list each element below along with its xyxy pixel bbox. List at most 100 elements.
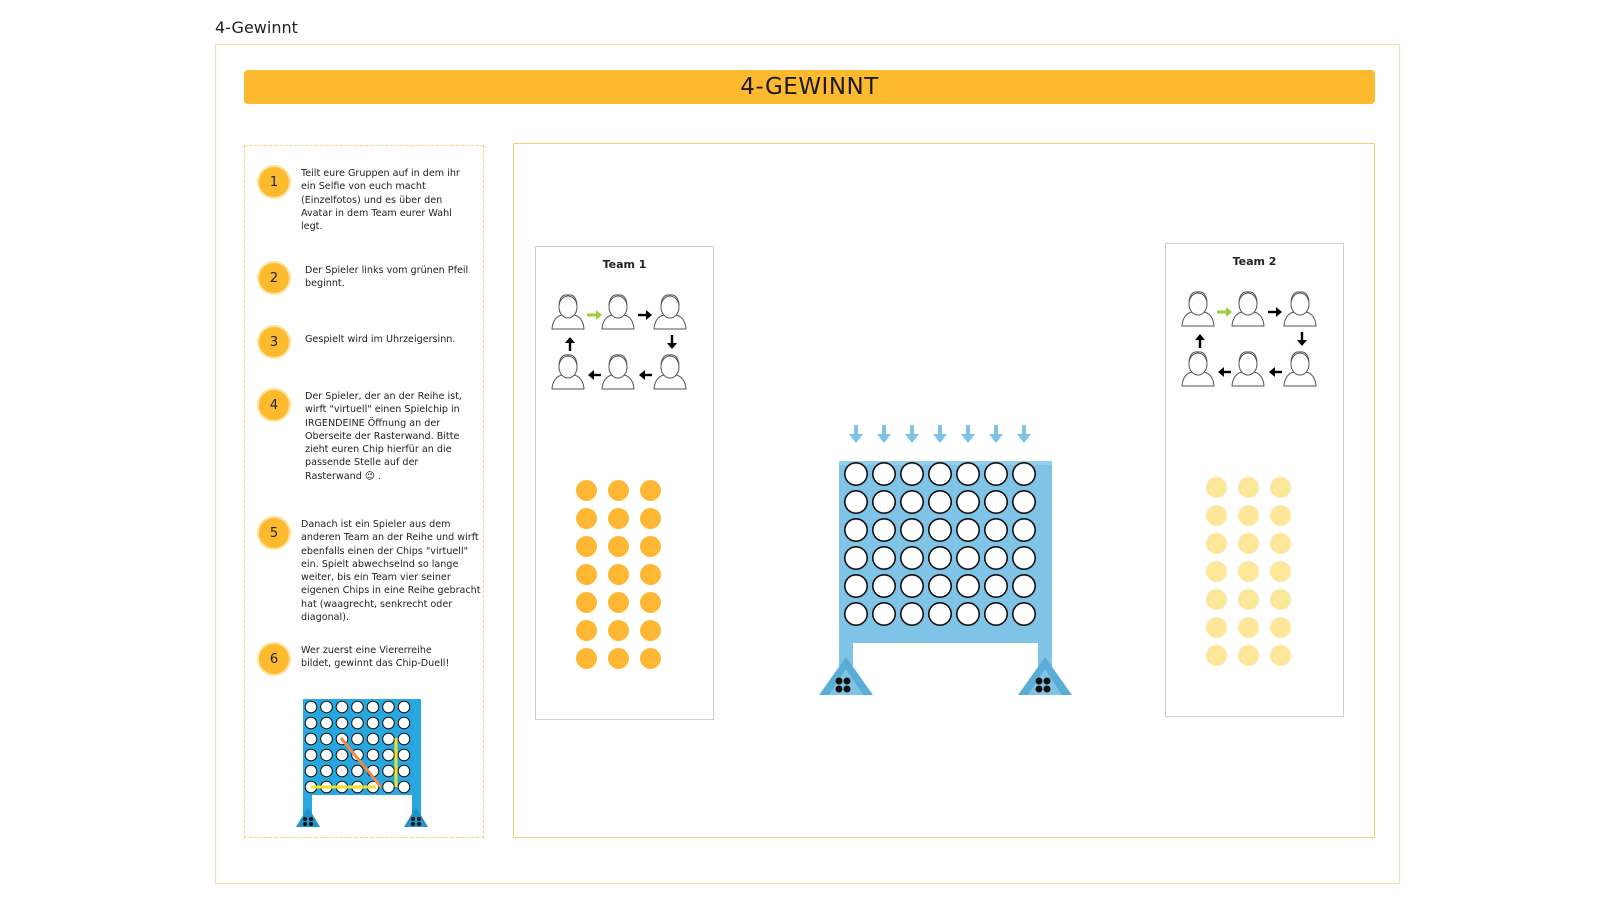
board-hole[interactable] <box>1012 574 1037 599</box>
game-chip[interactable] <box>1206 505 1227 526</box>
game-chip[interactable] <box>576 564 597 585</box>
board-hole[interactable] <box>956 546 981 571</box>
game-chip[interactable] <box>1270 561 1291 582</box>
game-chip[interactable] <box>1206 561 1227 582</box>
board-hole[interactable] <box>871 546 896 571</box>
board-hole[interactable] <box>900 518 925 543</box>
board-hole[interactable] <box>928 574 953 599</box>
board-holes[interactable] <box>843 461 1037 627</box>
board-hole[interactable] <box>956 490 981 515</box>
board-hole[interactable] <box>1012 490 1037 515</box>
game-chip[interactable] <box>608 536 629 557</box>
team-2-chip-stack[interactable] <box>1206 477 1291 666</box>
board-hole[interactable] <box>843 518 868 543</box>
game-chip[interactable] <box>640 536 661 557</box>
board-hole[interactable] <box>956 602 981 627</box>
game-chip[interactable] <box>608 480 629 501</box>
green-start-arrow-icon <box>1217 307 1232 317</box>
game-chip[interactable] <box>1270 477 1291 498</box>
game-chip[interactable] <box>640 620 661 641</box>
game-chip[interactable] <box>608 508 629 529</box>
board-hole[interactable] <box>984 461 1009 486</box>
game-chip[interactable] <box>1238 561 1259 582</box>
board-hole[interactable] <box>871 574 896 599</box>
board-hole[interactable] <box>928 602 953 627</box>
board-hole[interactable] <box>1012 518 1037 543</box>
board-hole[interactable] <box>1012 461 1037 486</box>
board-hole[interactable] <box>984 546 1009 571</box>
drop-arrow-icon[interactable] <box>849 425 863 443</box>
team-1-chip-stack[interactable] <box>576 480 661 669</box>
game-chip[interactable] <box>608 620 629 641</box>
drop-arrow-icon[interactable] <box>877 425 891 443</box>
game-chip[interactable] <box>1270 505 1291 526</box>
game-chip[interactable] <box>608 648 629 669</box>
game-chip[interactable] <box>1206 645 1227 666</box>
board-hole[interactable] <box>956 574 981 599</box>
game-chip[interactable] <box>1206 533 1227 554</box>
direction-arrow-icon <box>588 370 601 380</box>
drop-arrow-icon[interactable] <box>989 425 1003 443</box>
board-hole[interactable] <box>900 574 925 599</box>
board-hole[interactable] <box>871 490 896 515</box>
board-hole[interactable] <box>1012 546 1037 571</box>
game-chip[interactable] <box>576 592 597 613</box>
board-hole[interactable] <box>928 490 953 515</box>
game-chip[interactable] <box>640 592 661 613</box>
drop-arrow-icon[interactable] <box>933 425 947 443</box>
board-hole[interactable] <box>871 518 896 543</box>
board-hole[interactable] <box>843 574 868 599</box>
board-hole[interactable] <box>843 461 868 486</box>
board-hole[interactable] <box>900 490 925 515</box>
game-chip[interactable] <box>1270 645 1291 666</box>
game-chip[interactable] <box>1270 533 1291 554</box>
board-hole[interactable] <box>956 461 981 486</box>
game-chip[interactable] <box>1206 617 1227 638</box>
game-chip[interactable] <box>1238 589 1259 610</box>
board-hole[interactable] <box>900 546 925 571</box>
game-chip[interactable] <box>608 564 629 585</box>
game-chip[interactable] <box>640 564 661 585</box>
board-hole[interactable] <box>843 546 868 571</box>
board-hole[interactable] <box>900 602 925 627</box>
column-drop-arrows[interactable] <box>849 425 1031 443</box>
board-hole[interactable] <box>984 574 1009 599</box>
board-hole[interactable] <box>900 461 925 486</box>
board-hole[interactable] <box>871 461 896 486</box>
drop-arrow-icon[interactable] <box>1017 425 1031 443</box>
board-hole[interactable] <box>956 518 981 543</box>
board-hole[interactable] <box>928 518 953 543</box>
game-chip[interactable] <box>1238 505 1259 526</box>
game-chip[interactable] <box>1270 617 1291 638</box>
step-number-badge: 2 <box>257 261 291 295</box>
game-chip[interactable] <box>1206 589 1227 610</box>
game-chip[interactable] <box>576 536 597 557</box>
game-chip[interactable] <box>1238 645 1259 666</box>
game-chip[interactable] <box>640 480 661 501</box>
game-chip[interactable] <box>1238 533 1259 554</box>
game-chip[interactable] <box>576 620 597 641</box>
game-chip[interactable] <box>640 648 661 669</box>
game-chip[interactable] <box>1238 477 1259 498</box>
game-chip[interactable] <box>576 480 597 501</box>
board-hole[interactable] <box>843 490 868 515</box>
mini-board-hole <box>351 716 364 730</box>
mini-board-hole <box>351 732 364 746</box>
game-chip[interactable] <box>608 592 629 613</box>
game-chip[interactable] <box>1206 477 1227 498</box>
board-hole[interactable] <box>843 602 868 627</box>
game-chip[interactable] <box>640 508 661 529</box>
board-hole[interactable] <box>928 546 953 571</box>
board-hole[interactable] <box>984 490 1009 515</box>
game-chip[interactable] <box>1238 617 1259 638</box>
game-chip[interactable] <box>576 508 597 529</box>
drop-arrow-icon[interactable] <box>961 425 975 443</box>
board-hole[interactable] <box>871 602 896 627</box>
board-hole[interactable] <box>984 602 1009 627</box>
game-chip[interactable] <box>576 648 597 669</box>
board-hole[interactable] <box>984 518 1009 543</box>
board-hole[interactable] <box>1012 602 1037 627</box>
board-hole[interactable] <box>928 461 953 486</box>
drop-arrow-icon[interactable] <box>905 425 919 443</box>
game-chip[interactable] <box>1270 589 1291 610</box>
